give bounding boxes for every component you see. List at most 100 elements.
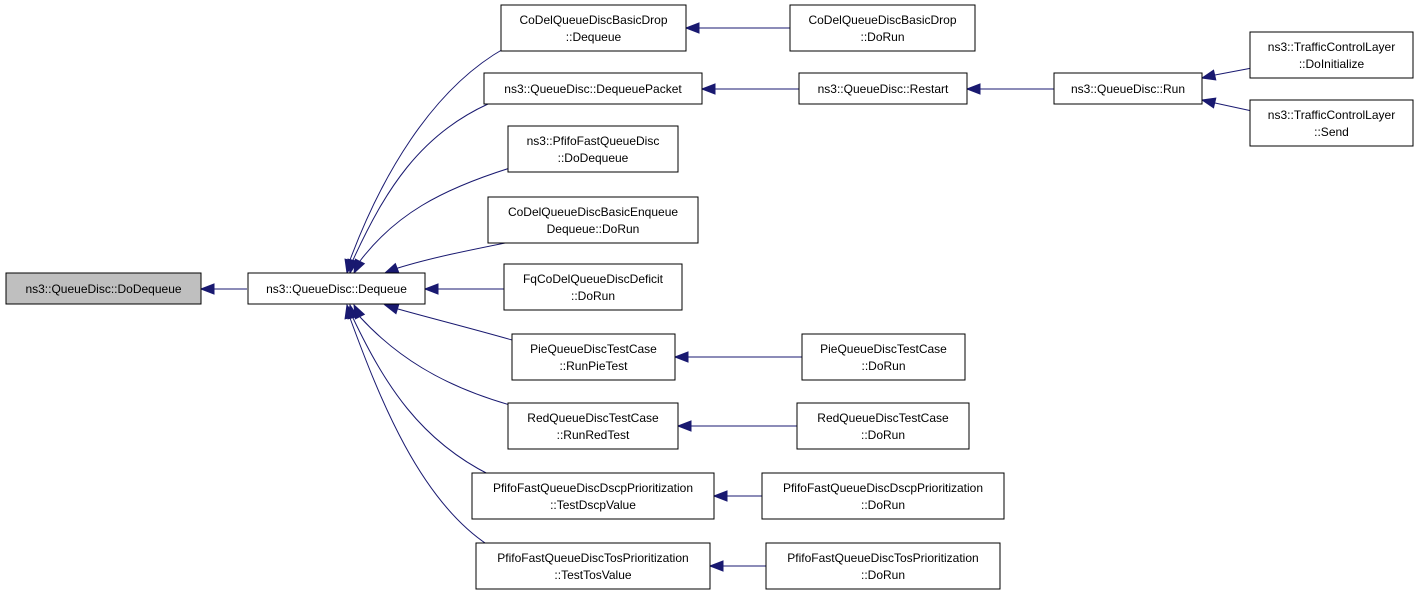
node-box: [471, 472, 715, 520]
edge-line: [397, 241, 511, 269]
node-label: ns3::QueueDisc::DoDequeue: [25, 282, 181, 296]
edge-line: [1214, 102, 1253, 112]
node-box: [247, 272, 426, 305]
edge-run-to-restart: [965, 83, 1054, 95]
edge-line: [352, 317, 491, 476]
node-label: ::DoRun: [571, 289, 615, 303]
node-label: ::DoRun: [861, 568, 905, 582]
node-label: CoDelQueueDiscBasicEnqueue: [508, 205, 678, 219]
edge-codel-enqueue-dequeue-dorun-to-dequeue: [383, 241, 511, 274]
node-label: ns3::QueueDisc::Restart: [818, 82, 949, 96]
edge-pie-dorun-to-pie-runpietest: [673, 351, 802, 363]
node-label: RedQueueDiscTestCase: [527, 411, 659, 425]
edge-line: [349, 47, 506, 261]
node-pie-runpietest[interactable]: PieQueueDiscTestCase::RunPieTest: [511, 333, 676, 381]
edge-line: [359, 167, 511, 262]
edge-fqcodel-deficit-dorun-to-dequeue: [423, 283, 504, 295]
edge-pfifo-tos-dorun-to-pfifo-tos-testtosvalue: [708, 560, 766, 572]
node-label: ns3::QueueDisc::Run: [1071, 82, 1185, 96]
node-label: PfifoFastQueueDiscDscpPrioritization: [783, 481, 983, 495]
node-box: [801, 333, 966, 381]
edges-layer: [199, 22, 1253, 572]
node-tcl-send[interactable]: ns3::TrafficControlLayer::Send: [1249, 99, 1414, 147]
node-label: ::Send: [1314, 125, 1349, 139]
node-label: ::DoRun: [861, 359, 905, 373]
node-dodequeue: ns3::QueueDisc::DoDequeue: [5, 272, 202, 305]
arrowhead-icon: [684, 22, 700, 34]
node-label: ::DoRun: [861, 498, 905, 512]
node-box: [1249, 99, 1414, 147]
node-box: [798, 72, 968, 105]
node-label: ::TestTosValue: [554, 568, 631, 582]
node-label: FqCoDelQueueDiscDeficit: [523, 272, 664, 286]
edge-line: [349, 317, 489, 546]
node-box: [789, 4, 976, 52]
node-label: ::RunPieTest: [559, 359, 628, 373]
edge-tcl-doinitialize-to-run: [1200, 67, 1253, 81]
node-dequeue[interactable]: ns3::QueueDisc::Dequeue: [247, 272, 426, 305]
node-box: [507, 402, 679, 450]
arrowhead-icon: [199, 283, 215, 295]
node-red-runredtest[interactable]: RedQueueDiscTestCase::RunRedTest: [507, 402, 679, 450]
arrowhead-icon: [1200, 69, 1217, 81]
arrowhead-icon: [423, 283, 439, 295]
edge-codel-basic-drop-dorun-to-codel-basic-drop-dequeue: [684, 22, 790, 34]
node-codel-basic-drop-dequeue[interactable]: CoDelQueueDiscBasicDrop::Dequeue: [500, 4, 687, 52]
edge-pfifo-dscp-dorun-to-pfifo-dscp-testdscpvalue: [712, 490, 762, 502]
node-pfifo-tos-testtosvalue[interactable]: PfifoFastQueueDiscTosPrioritization::Tes…: [475, 542, 711, 590]
edge-line: [352, 103, 489, 261]
node-tcl-doinitialize[interactable]: ns3::TrafficControlLayer::DoInitialize: [1249, 31, 1414, 79]
node-box: [507, 125, 679, 173]
edge-pfifo-dodequeue-to-dequeue: [353, 167, 511, 275]
node-label: CoDelQueueDiscBasicDrop: [519, 13, 667, 27]
node-label: PieQueueDiscTestCase: [820, 342, 947, 356]
node-box: [1053, 72, 1203, 105]
node-label: ::DoInitialize: [1299, 57, 1365, 71]
node-label: ns3::TrafficControlLayer: [1268, 108, 1395, 122]
edge-pie-runpietest-to-dequeue: [383, 303, 513, 341]
arrowhead-icon: [708, 560, 724, 572]
edge-line: [1214, 67, 1253, 76]
node-run[interactable]: ns3::QueueDisc::Run: [1053, 72, 1203, 105]
node-box: [765, 542, 1001, 590]
arrowhead-icon: [965, 83, 981, 95]
edge-red-runredtest-to-dequeue: [353, 303, 511, 406]
node-pfifo-dscp-dorun[interactable]: PfifoFastQueueDiscDscpPrioritization::Do…: [761, 472, 1005, 520]
arrowhead-icon: [383, 262, 400, 274]
arrowhead-icon: [712, 490, 728, 502]
edge-tcl-send-to-run: [1200, 97, 1253, 112]
edge-pfifo-dscp-testdscpvalue-to-dequeue: [347, 303, 491, 476]
node-label: RedQueueDiscTestCase: [817, 411, 949, 425]
node-fqcodel-deficit-dorun[interactable]: FqCoDelQueueDiscDeficit::DoRun: [503, 263, 683, 311]
node-restart[interactable]: ns3::QueueDisc::Restart: [798, 72, 968, 105]
arrowhead-icon: [700, 83, 716, 95]
edge-restart-to-dequeue-packet: [700, 83, 799, 95]
edge-codel-basic-drop-dequeue-to-dequeue: [344, 47, 506, 275]
edge-line: [397, 308, 513, 341]
node-label: ::RunRedTest: [557, 428, 630, 442]
node-box: [5, 272, 202, 305]
node-label: ::Dequeue: [566, 30, 622, 44]
node-pfifo-dodequeue[interactable]: ns3::PfifoFastQueueDisc::DoDequeue: [507, 125, 679, 173]
node-label: ns3::QueueDisc::Dequeue: [266, 282, 407, 296]
node-dequeue-packet[interactable]: ns3::QueueDisc::DequeuePacket: [483, 72, 703, 105]
edge-pfifo-tos-testtosvalue-to-dequeue: [344, 303, 489, 546]
node-codel-basic-drop-dorun[interactable]: CoDelQueueDiscBasicDrop::DoRun: [789, 4, 976, 52]
node-label: PfifoFastQueueDiscTosPrioritization: [787, 551, 978, 565]
node-pfifo-tos-dorun[interactable]: PfifoFastQueueDiscTosPrioritization::DoR…: [765, 542, 1001, 590]
node-box: [761, 472, 1005, 520]
node-label: ns3::TrafficControlLayer: [1268, 40, 1395, 54]
arrowhead-icon: [353, 258, 366, 275]
arrowhead-icon: [383, 303, 400, 315]
node-label: Dequeue::DoRun: [547, 222, 640, 236]
node-box: [511, 333, 676, 381]
node-label: CoDelQueueDiscBasicDrop: [808, 13, 956, 27]
node-pie-dorun[interactable]: PieQueueDiscTestCase::DoRun: [801, 333, 966, 381]
node-label: PfifoFastQueueDiscTosPrioritization: [497, 551, 688, 565]
node-red-dorun[interactable]: RedQueueDiscTestCase::DoRun: [796, 402, 970, 450]
node-pfifo-dscp-testdscpvalue[interactable]: PfifoFastQueueDiscDscpPrioritization::Te…: [471, 472, 715, 520]
node-label: PfifoFastQueueDiscDscpPrioritization: [493, 481, 693, 495]
arrowhead-icon: [344, 303, 356, 320]
